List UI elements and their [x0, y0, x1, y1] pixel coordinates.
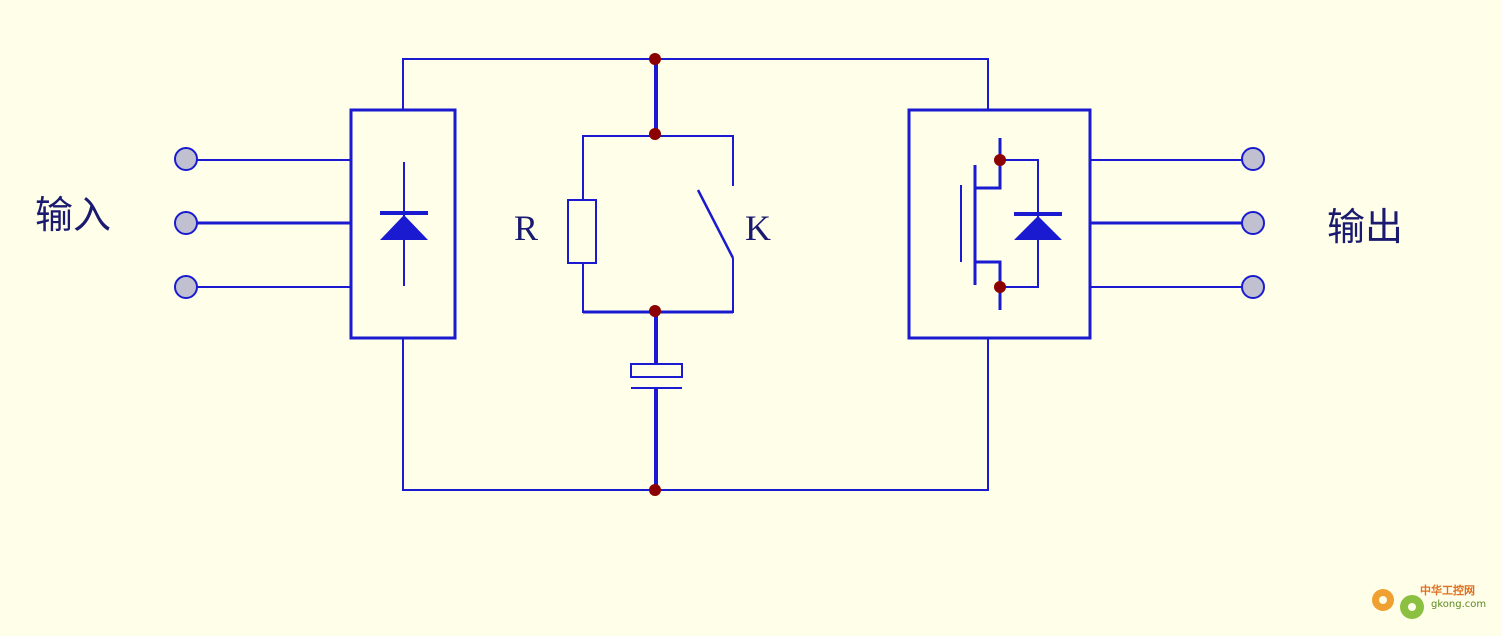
input-terminal-1 — [174, 147, 198, 171]
input-terminal-3 — [174, 275, 198, 299]
output-terminal-3 — [1241, 275, 1265, 299]
switch-label: K — [745, 208, 771, 248]
watermark-domain: gkong.com — [1431, 599, 1486, 610]
output-label: 输出 — [1327, 205, 1403, 249]
rk-top-wire — [582, 135, 734, 200]
resistor-label: R — [514, 208, 538, 248]
junction-top — [649, 53, 661, 65]
switch-blade — [696, 189, 735, 259]
input-label: 输入 — [35, 193, 111, 237]
rk-bottom-wire — [582, 258, 734, 313]
capacitor-top-plate — [630, 363, 683, 378]
output-diode-triangle — [1014, 216, 1062, 240]
top-bus-wire — [402, 58, 989, 110]
junction-source — [994, 281, 1006, 293]
junction-rk-top — [649, 128, 661, 140]
watermark-logo: 中华工控网 gkong.com — [1372, 583, 1486, 619]
junction-rk-bottom — [649, 305, 661, 317]
output-terminal-2 — [1241, 211, 1265, 235]
watermark-name: 中华工控网 — [1420, 583, 1475, 597]
bottom-bus-wire — [402, 338, 989, 491]
output-terminal-1 — [1241, 147, 1265, 171]
gear-icon — [1372, 589, 1424, 619]
mosfet-source-lead — [975, 260, 1002, 310]
input-diode-triangle — [380, 215, 428, 240]
input-terminal-2 — [174, 211, 198, 235]
junction-bottom — [649, 484, 661, 496]
resistor-body — [567, 199, 597, 264]
junction-drain — [994, 154, 1006, 166]
